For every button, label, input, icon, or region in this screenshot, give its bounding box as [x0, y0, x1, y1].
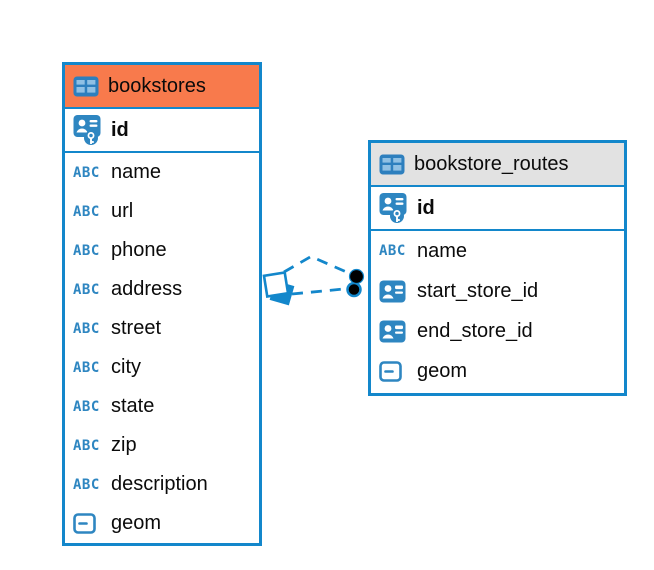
- foreign-key-icon: [379, 280, 406, 302]
- column-name-label: name: [417, 239, 468, 262]
- text-type-icon: ABC: [379, 243, 406, 259]
- column-name-label: url: [111, 200, 134, 222]
- column-name-label: description: [111, 473, 208, 495]
- column-name-label: city: [111, 356, 141, 378]
- column-name-label: phone: [111, 239, 167, 261]
- geometry-type-icon: [379, 360, 402, 382]
- table-row[interactable]: ABC phone: [65, 231, 259, 270]
- relationship-line[interactable]: [291, 287, 350, 296]
- geometry-type-icon: [73, 513, 96, 534]
- foreign-key-icon: [379, 320, 406, 342]
- table-row[interactable]: geom: [371, 351, 624, 391]
- relationship-endpoint-dots[interactable]: [346, 268, 365, 298]
- primary-key-icon: [73, 115, 101, 145]
- text-type-icon: ABC: [73, 320, 100, 337]
- table-row[interactable]: ABC zip: [65, 426, 259, 465]
- text-type-icon: ABC: [73, 359, 100, 376]
- table-row[interactable]: id: [371, 187, 624, 231]
- column-name-label: id: [111, 118, 129, 141]
- table-row[interactable]: ABC street: [65, 309, 259, 348]
- text-type-icon: ABC: [73, 398, 100, 415]
- table-header-bookstore-routes[interactable]: bookstore_routes: [371, 143, 624, 187]
- table-title: bookstore_routes: [414, 152, 569, 175]
- column-name-label: start_store_id: [417, 279, 539, 302]
- table-icon: [379, 154, 405, 174]
- table-row[interactable]: ABC state: [65, 387, 259, 426]
- table-row[interactable]: ABC url: [65, 192, 259, 231]
- column-name-label: address: [111, 278, 183, 300]
- column-name-label: end_store_id: [417, 319, 533, 342]
- text-type-icon: ABC: [73, 476, 100, 493]
- column-name-label: geom: [111, 512, 162, 534]
- text-type-icon: ABC: [73, 203, 100, 220]
- table-row[interactable]: ABC city: [65, 348, 259, 387]
- text-type-icon: ABC: [73, 242, 100, 259]
- table-row[interactable]: ABC address: [65, 270, 259, 309]
- table-row[interactable]: ABC name: [371, 231, 624, 271]
- table-icon: [73, 76, 99, 96]
- text-type-icon: ABC: [73, 281, 100, 298]
- column-name-label: zip: [111, 434, 137, 456]
- table-bookstore-routes[interactable]: bookstore_routes id ABC name: [368, 140, 627, 396]
- column-name-label: id: [417, 196, 435, 219]
- table-bookstores[interactable]: bookstores id ABC name: [62, 62, 262, 546]
- text-type-icon: ABC: [73, 437, 100, 454]
- relationship-source-marker[interactable]: [262, 270, 295, 306]
- table-row[interactable]: end_store_id: [371, 311, 624, 351]
- table-row[interactable]: geom: [65, 504, 259, 543]
- table-row[interactable]: ABC name: [65, 153, 259, 192]
- column-name-label: state: [111, 395, 155, 417]
- table-title: bookstores: [108, 74, 206, 97]
- table-header-bookstores[interactable]: bookstores: [65, 65, 259, 109]
- table-row[interactable]: ABC description: [65, 465, 259, 504]
- column-name-label: geom: [417, 359, 468, 382]
- column-name-label: street: [111, 317, 162, 339]
- primary-key-icon: [379, 193, 407, 223]
- table-row[interactable]: id: [65, 109, 259, 153]
- column-name-label: name: [111, 161, 162, 183]
- table-row[interactable]: start_store_id: [371, 271, 624, 311]
- text-type-icon: ABC: [73, 164, 100, 181]
- relationship-line[interactable]: [283, 254, 352, 276]
